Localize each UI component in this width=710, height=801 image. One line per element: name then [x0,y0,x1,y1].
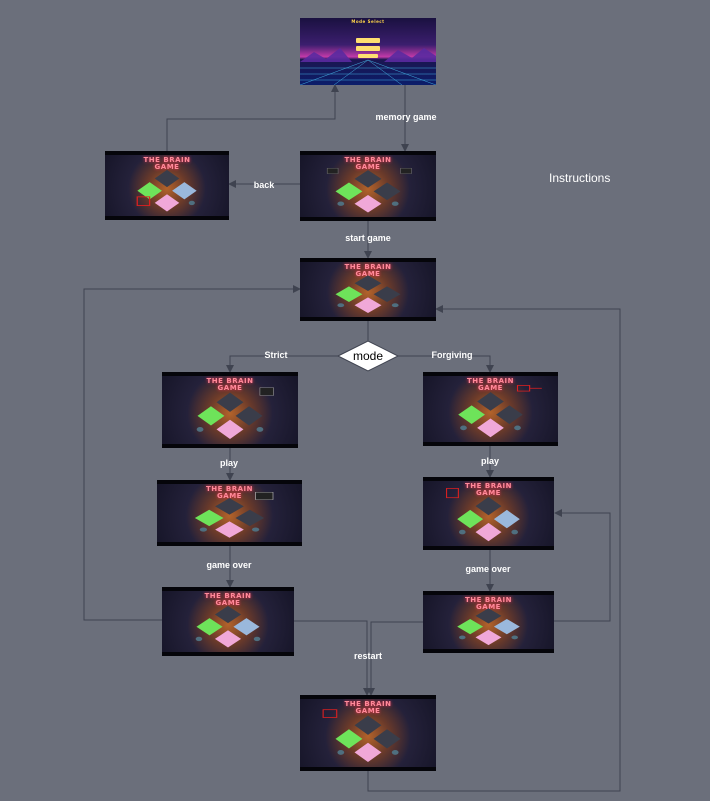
edge-back-to-menu [166,84,339,151]
edge-restart-forgiving [367,621,423,696]
screen-strict: THE BRAIN GAME [162,372,298,448]
edge-forgiving [398,355,494,373]
label-play-forgiving: play [480,456,500,466]
edge-strict-loop [83,285,301,621]
screen-title: THE BRAIN GAME [206,377,254,392]
instructions-label: Instructions [549,171,611,185]
screen-game-over-strict: THE BRAIN GAME [162,587,294,656]
edge-strict [226,355,338,373]
edge-restart-loop [367,305,621,792]
screen-menu: Mode Select [300,18,436,85]
decision-label: mode [352,349,384,363]
label-forgiving: Forgiving [431,350,473,360]
screen-instructions: THE BRAIN GAME [300,151,436,221]
label-back: back [253,180,275,190]
label-restart: restart [353,651,383,661]
screen-game-over-forgiving: THE BRAIN GAME [423,591,554,653]
screen-title: THE BRAIN GAME [467,377,514,392]
decision-diamond [336,340,400,372]
label-strict: Strict [264,350,288,360]
edge-forgiving-loop [554,509,611,622]
screen-play-strict: THE BRAIN GAME [157,480,302,546]
screen-restart: THE BRAIN GAME [300,695,436,771]
screen-play-forgiving: THE BRAIN GAME [423,477,554,550]
label-memory-game: memory game [375,112,437,122]
screen-title: THE BRAIN GAME [143,156,191,171]
label-game-over-strict: game over [206,560,252,570]
label-play-strict: play [219,458,239,468]
screen-title: THE BRAIN GAME [465,596,512,611]
label-game-over-forgiving: game over [465,564,511,574]
screen-title: THE BRAIN GAME [206,485,253,500]
screen-forgiving: THE BRAIN GAME [423,372,558,446]
screen-back: THE BRAIN GAME [105,151,229,220]
edge-restart-strict [294,620,371,696]
label-start-game: start game [345,233,391,243]
menu-title: Mode Select [351,19,385,24]
screen-title: THE BRAIN GAME [344,156,392,171]
screen-game-start: THE BRAIN GAME [300,258,436,321]
screen-title: THE BRAIN GAME [204,592,252,607]
screen-title: THE BRAIN GAME [465,482,512,497]
screen-title: THE BRAIN GAME [344,700,392,715]
screen-title: THE BRAIN GAME [344,263,392,278]
